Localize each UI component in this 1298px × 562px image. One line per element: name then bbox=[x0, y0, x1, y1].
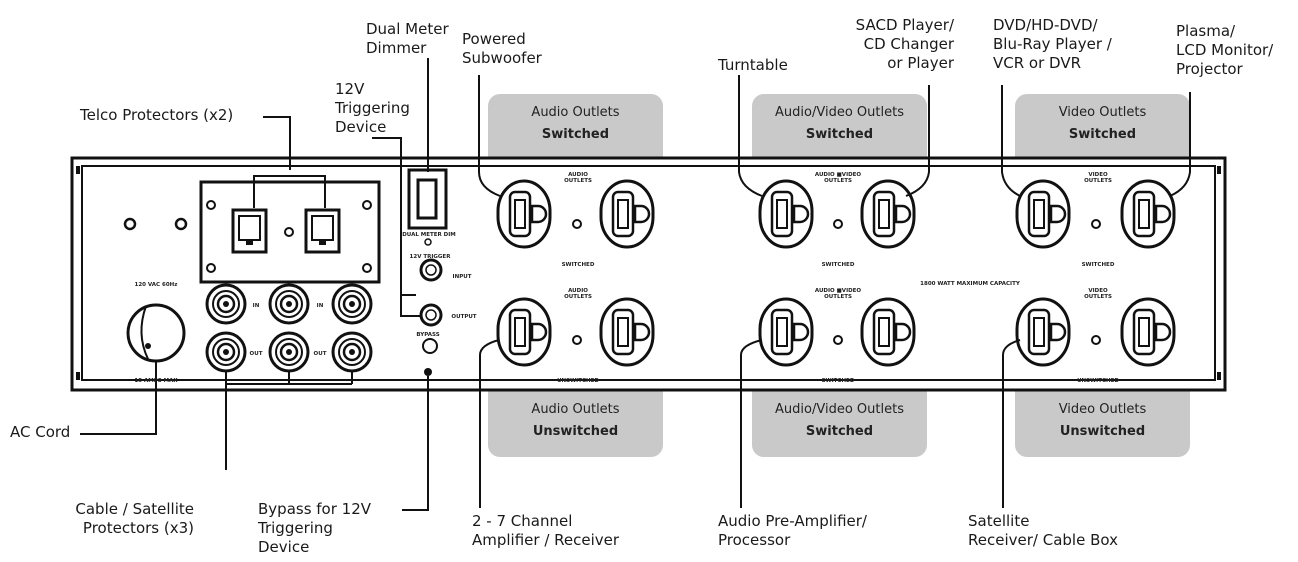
unswitched-label: UNSWITCHED bbox=[557, 378, 599, 384]
trigger-label: 12V TRIGGER bbox=[409, 254, 451, 260]
switched-label: SWITCHED bbox=[1081, 262, 1115, 268]
unswitched-label: UNSWITCHED bbox=[1077, 378, 1119, 384]
input-label: INPUT bbox=[452, 274, 472, 280]
preamp-label: Audio Pre-Amplifier/Processor bbox=[718, 512, 867, 549]
outlets bbox=[496, 179, 1176, 367]
switched-label: SWITCHED bbox=[821, 378, 855, 384]
in-label: IN bbox=[316, 303, 324, 309]
leader-lines bbox=[80, 58, 1191, 511]
capacity-label: 1800 WATT MAXIMUM CAPACITY bbox=[920, 281, 1020, 287]
turntable-label: Turntable bbox=[718, 56, 788, 74]
ac-cord-label: AC Cord bbox=[10, 423, 71, 441]
switched-label: SWITCHED bbox=[821, 262, 855, 268]
amps-label: 15 AMPS MAX bbox=[134, 378, 178, 384]
telco-protectors-label: Telco Protectors (x2) bbox=[80, 106, 234, 124]
out-label: OUT bbox=[249, 351, 263, 357]
screw-icon bbox=[174, 217, 188, 231]
out-label: OUT bbox=[313, 351, 327, 357]
dual-meter-dim-label: DUAL METER DIM bbox=[402, 232, 456, 238]
trigger-jacks bbox=[419, 258, 443, 376]
screw-icon bbox=[123, 217, 137, 231]
bypass-label: BYPASS bbox=[416, 332, 440, 338]
telco-plate bbox=[199, 180, 381, 284]
plasma-monitor-label: Plasma/LCD Monitor/Projector bbox=[1176, 22, 1274, 78]
vac-label: 120 VAC 60Hz bbox=[134, 282, 178, 288]
switched-label: SWITCHED bbox=[561, 262, 595, 268]
ac-cord-icon bbox=[126, 303, 186, 363]
dvd-player-label: DVD/HD-DVD/Blu-Ray Player /VCR or DVR bbox=[993, 16, 1112, 72]
in-label: IN bbox=[252, 303, 260, 309]
output-label: OUTPUT bbox=[451, 314, 477, 320]
